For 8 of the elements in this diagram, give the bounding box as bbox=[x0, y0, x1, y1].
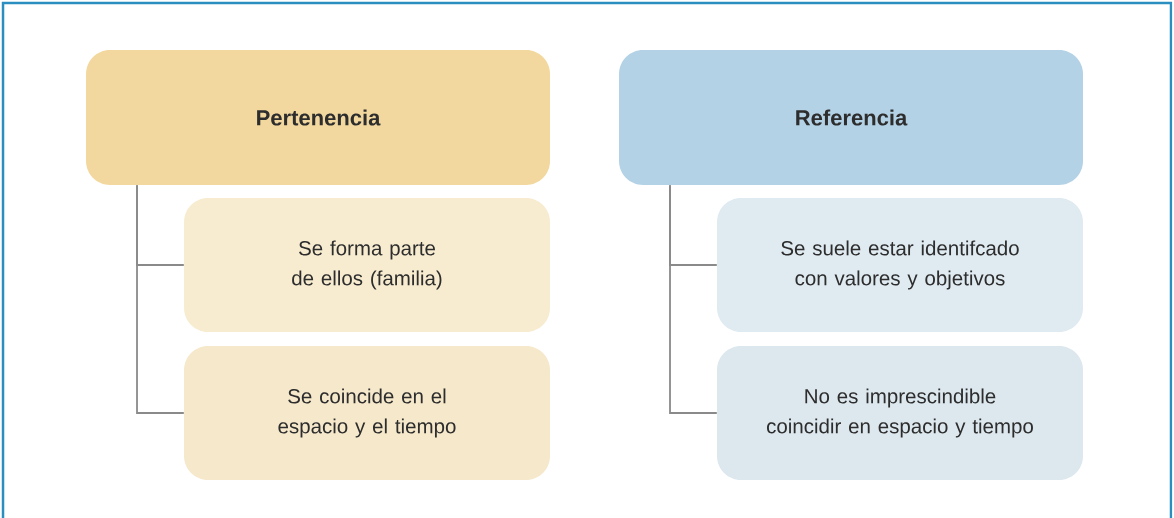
text-box: Se suele estar identifcado con valores y objetivos bbox=[717, 198, 1083, 332]
heading-box: Referencia bbox=[619, 50, 1083, 185]
connector-line bbox=[136, 184, 185, 414]
heading-box: Pertenencia bbox=[86, 50, 550, 185]
connector-line bbox=[669, 184, 718, 414]
text-box: No es imprescindible coincidir en espacio y tiempo bbox=[717, 346, 1083, 480]
text-box: Se coincide en el espacio y el tiempo bbox=[184, 346, 550, 480]
text-box: Se forma parte de ellos (familia) bbox=[184, 198, 550, 332]
